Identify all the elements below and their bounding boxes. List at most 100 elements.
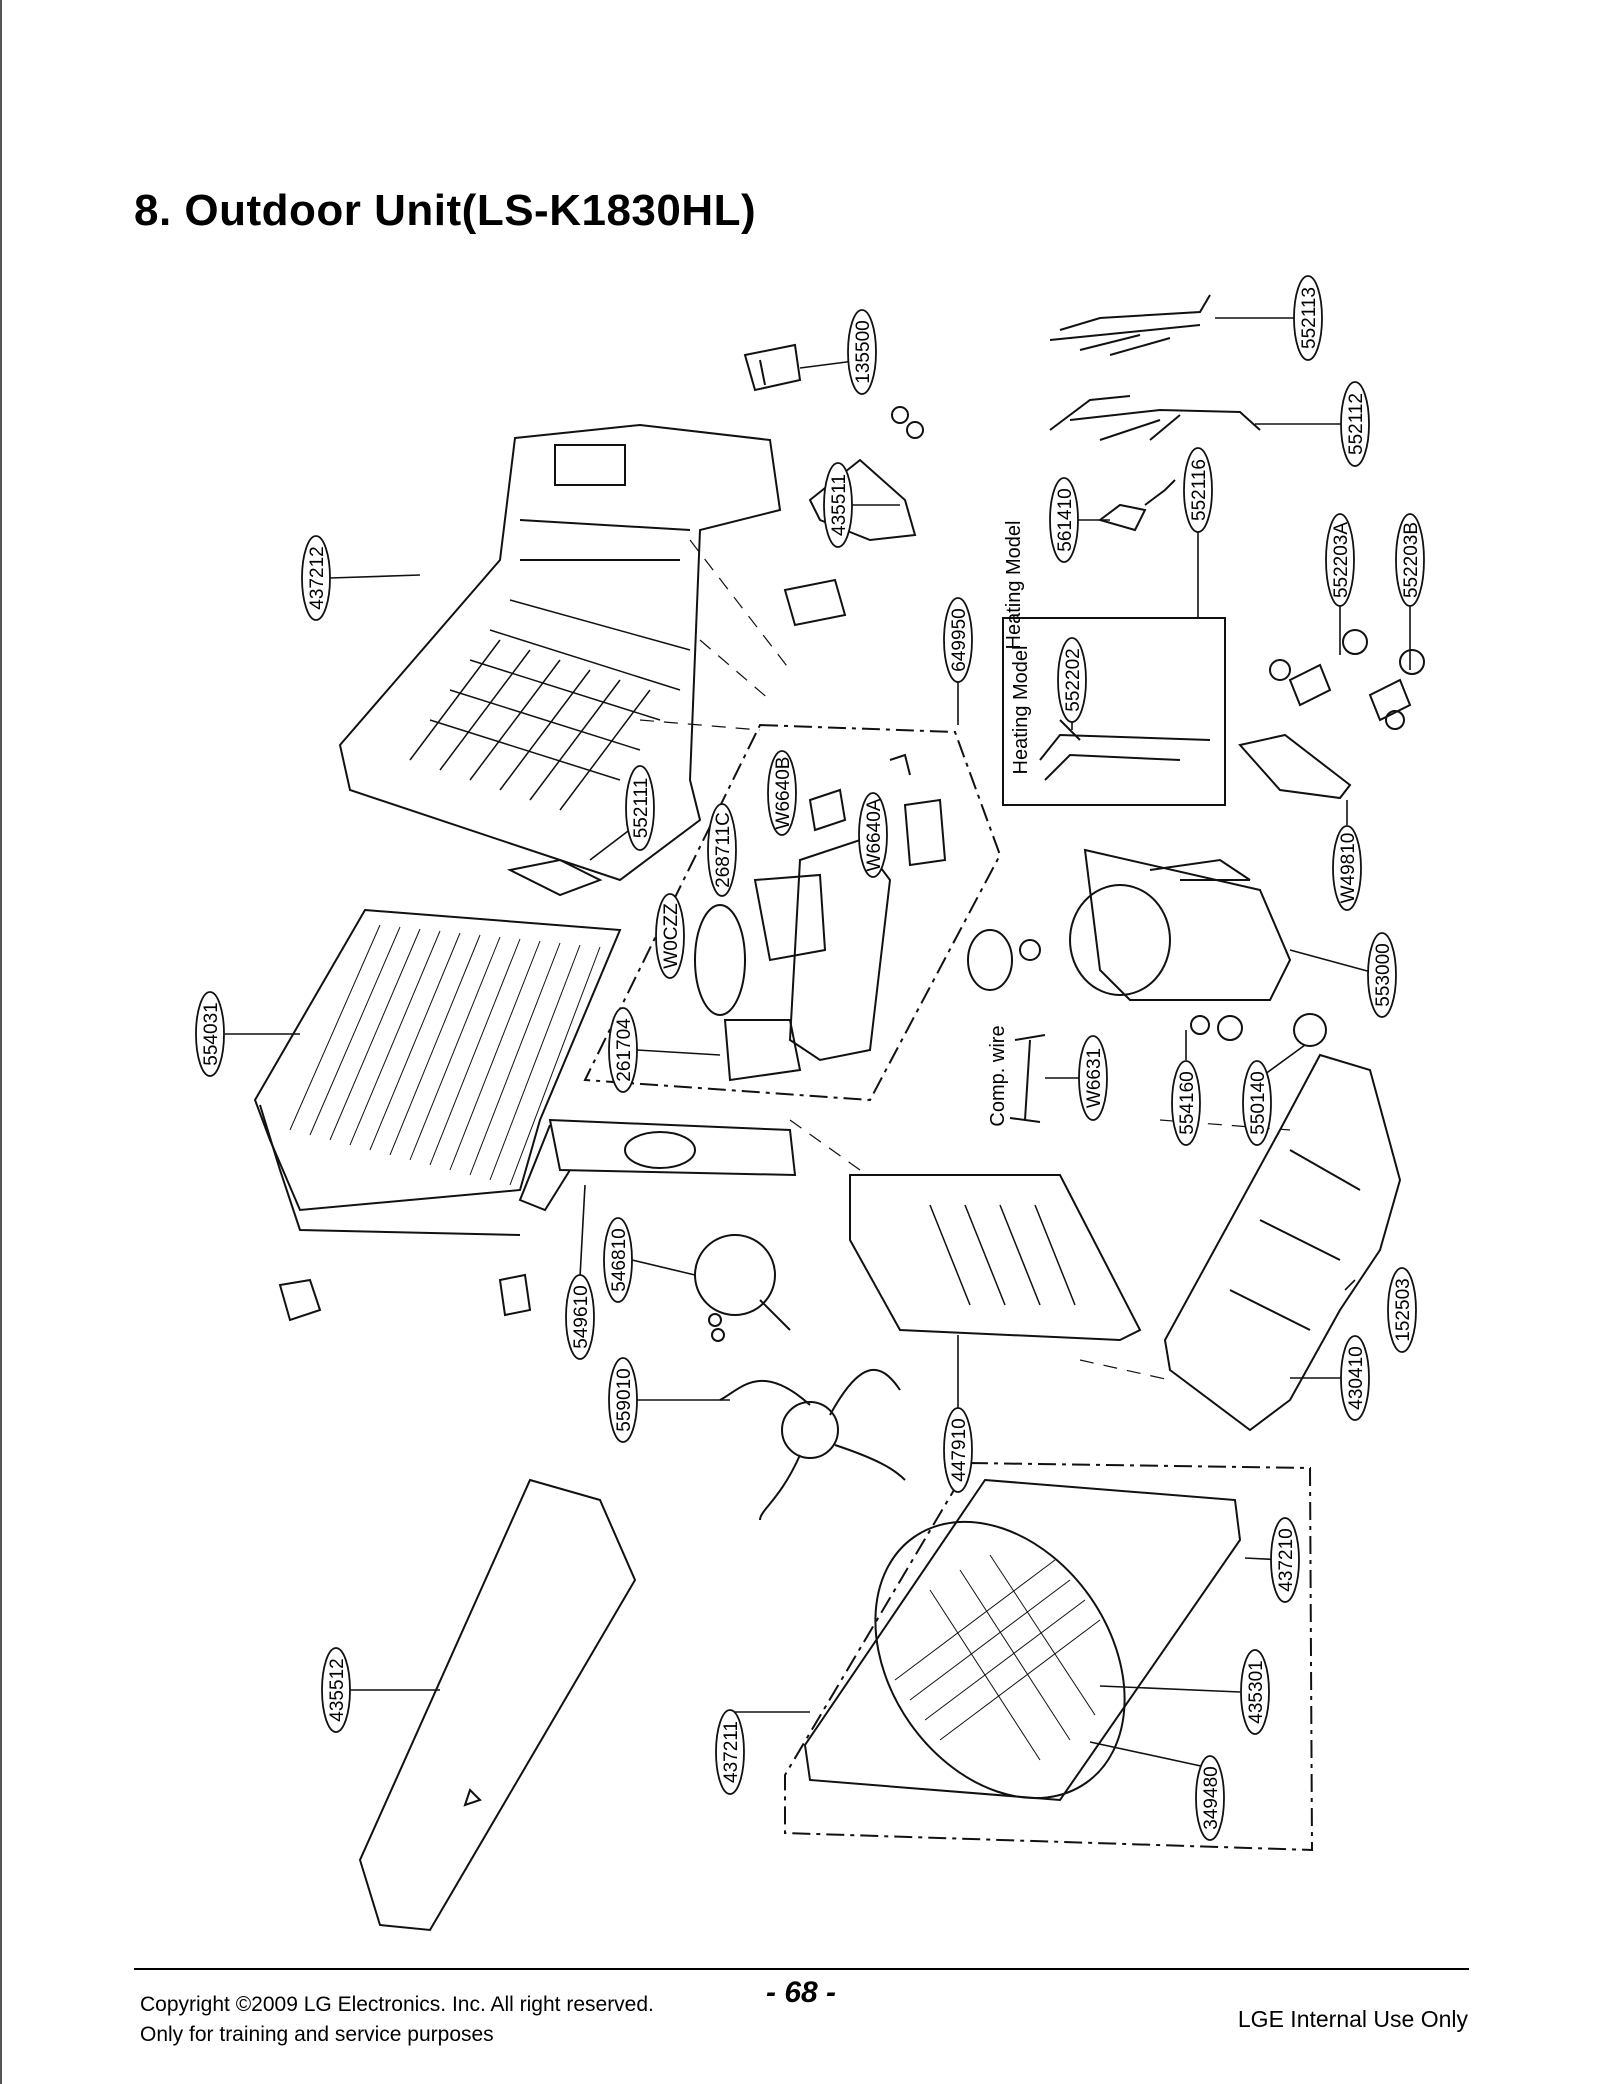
- part-label-437211: 437211: [715, 1709, 745, 1795]
- bracket-135500-drawing: [743, 343, 802, 392]
- part-label-546810: 546810: [603, 1217, 633, 1303]
- bracket-435511-drawing: [808, 406, 924, 542]
- copyright-line-2: Only for training and service purposes: [140, 2023, 494, 2046]
- part-label-text: 447910: [949, 1418, 970, 1481]
- part-label-text: 552112: [1346, 393, 1367, 455]
- part-label-frame: [1332, 825, 1362, 911]
- left-margin-rule: [0, 0, 2, 2084]
- part-label-text: 554160: [1177, 1071, 1198, 1134]
- fan-motor-drawing: [694, 1234, 791, 1342]
- part-label-text: 268711C: [713, 812, 734, 888]
- part-label-frame: [1395, 513, 1425, 607]
- part-label-frame: [823, 462, 853, 548]
- part-label-text: 437211: [721, 1721, 742, 1783]
- part-label-552111: 552111: [625, 765, 655, 851]
- part-label-549610: 549610: [565, 1274, 595, 1360]
- part-label-text: 552113: [1299, 287, 1320, 349]
- part-label-frame: [858, 792, 888, 878]
- part-label-frame: [625, 765, 655, 851]
- part-label-text: 435512: [327, 1658, 348, 1721]
- part-label-w6640a: W6640A: [858, 792, 888, 878]
- part-label-w6631: W6631: [1078, 1035, 1108, 1121]
- part-label-554031: 554031: [195, 991, 225, 1077]
- heating-model-box: [1002, 617, 1226, 806]
- part-label-frame: [1387, 1267, 1417, 1353]
- part-label-frame: [1293, 275, 1323, 361]
- base-pan-drawing: [1163, 1053, 1402, 1432]
- part-label-text: 135500: [853, 320, 874, 383]
- part-label-435512: 435512: [321, 1647, 351, 1733]
- part-label-frame: [1078, 1035, 1108, 1121]
- part-label-frame: [707, 803, 737, 897]
- part-label-text: 552202: [1063, 648, 1084, 711]
- part-label-frame: [608, 1357, 638, 1443]
- part-label-frame: [847, 309, 877, 395]
- part-label-550140: 550140: [1242, 1060, 1272, 1146]
- page-title: 8. Outdoor Unit(LS-K1830HL): [134, 186, 757, 235]
- part-label-552112: 552112: [1340, 381, 1370, 467]
- fan-propeller-drawing: [719, 1369, 906, 1521]
- front-panel-drawing: [803, 1478, 1242, 1802]
- part-label-frame: [1325, 513, 1355, 607]
- front-panel-outline: [784, 1461, 1314, 1852]
- part-label-frame: [1340, 381, 1370, 467]
- part-label-text: 261704: [614, 1018, 635, 1082]
- comp-wire-drawing: [1009, 1034, 1046, 1123]
- part-label-152503: 152503: [1387, 1267, 1417, 1353]
- part-label-text: 430410: [1346, 1346, 1367, 1409]
- part-label-frame: [1367, 932, 1397, 1018]
- part-label-261704: 261704: [608, 1007, 638, 1093]
- part-label-frame: [1240, 1649, 1270, 1735]
- part-label-554160: 554160: [1171, 1060, 1201, 1146]
- part-label-frame: [655, 893, 685, 979]
- part-label-435301: 435301: [1240, 1649, 1270, 1735]
- part-label-frame: [715, 1709, 745, 1795]
- part-label-561410: 561410: [1049, 477, 1079, 563]
- condenser-coil-drawing: [253, 858, 622, 1236]
- comp-wire-note: Comp. wire: [987, 1025, 1009, 1126]
- part-label-frame: [767, 750, 797, 836]
- valve-552203A-drawing: [1269, 629, 1368, 707]
- part-label-552203b: 552203B: [1395, 513, 1425, 607]
- part-label-text: W6640A: [864, 798, 885, 871]
- part-label-text: 649950: [949, 608, 970, 671]
- part-label-frame: [1057, 637, 1087, 723]
- part-label-frame: [321, 1647, 351, 1733]
- part-label-w6640b: W6640B: [767, 750, 797, 836]
- part-label-268711c: 268711C: [707, 803, 737, 897]
- part-label-w49810: W49810: [1332, 825, 1362, 911]
- control-box-drawing: [694, 753, 947, 1082]
- part-label-text: 552111: [631, 778, 652, 839]
- part-label-553000: 553000: [1367, 932, 1397, 1018]
- part-label-frame: [1195, 1755, 1225, 1841]
- part-label-552113: 552113: [1293, 275, 1323, 361]
- footer-rule: [134, 1968, 1469, 1970]
- part-label-435511: 435511: [823, 462, 853, 548]
- part-label-text: 437212: [307, 546, 328, 609]
- part-label-frame: [943, 597, 973, 683]
- part-label-135500: 135500: [847, 309, 877, 395]
- part-label-text: W0CZZ: [661, 903, 682, 969]
- part-label-text: 554031: [201, 1002, 222, 1065]
- pipe-552112-drawing: [1049, 395, 1261, 441]
- part-label-text: 546810: [609, 1228, 630, 1291]
- part-label-559010: 559010: [608, 1357, 638, 1443]
- part-label-text: 435511: [829, 474, 850, 536]
- part-label-text: 349480: [1201, 1766, 1222, 1829]
- part-label-552202: 552202: [1057, 637, 1087, 723]
- part-label-text: 152503: [1393, 1278, 1414, 1341]
- top-cover-drawing: [338, 423, 782, 882]
- part-label-552203a: 552203A: [1325, 513, 1355, 607]
- part-label-frame: [1171, 1060, 1201, 1146]
- page-number: - 68 -: [766, 1976, 837, 2009]
- part-label-text: 559010: [614, 1368, 635, 1431]
- part-label-frame: [1049, 477, 1079, 563]
- center-panel-drawing: [849, 1174, 1142, 1342]
- heating-model-note-2: Heating Model: [1010, 646, 1032, 775]
- part-label-text: 553000: [1373, 943, 1394, 1006]
- part-label-text: 435301: [1246, 1660, 1267, 1723]
- part-label-frame: [1242, 1060, 1272, 1146]
- part-label-frame: [301, 535, 331, 621]
